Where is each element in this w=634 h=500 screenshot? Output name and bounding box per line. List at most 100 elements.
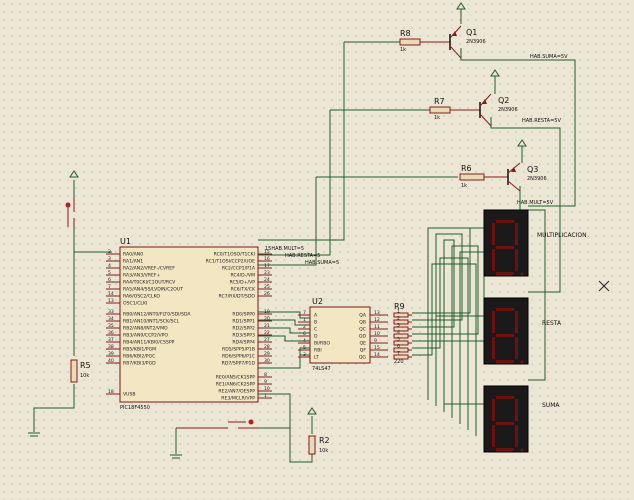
power-arrow-icon-q1 xyxy=(456,2,466,10)
u1-left-pin-name: RA4/T0CKI/C1OUT/RCV xyxy=(123,280,176,286)
display-segment xyxy=(492,337,495,359)
display-segment xyxy=(492,311,495,333)
u1-right-pin-name: RD6/SPP6/P1C xyxy=(222,354,255,360)
wire-seg-d xyxy=(412,245,479,418)
u2-output-pin-number: 10 xyxy=(374,331,380,337)
u1-left-pin-number: 6 xyxy=(108,277,111,283)
u2-input-pin-number: 1 xyxy=(303,317,306,323)
u2-output-pin-number: 13 xyxy=(374,310,380,316)
u2-input-pin-name: D xyxy=(314,334,318,340)
resistor-r2[interactable]: R2 10k xyxy=(308,435,330,455)
display-segment xyxy=(515,425,518,447)
transistor-q2[interactable]: Q2 2N3906 HAB.RESTA=5V xyxy=(450,93,561,127)
r9-pin-number: 7 xyxy=(397,351,400,357)
transistor-q3[interactable]: Q3 2N3906 HAB.MULT=5V xyxy=(484,162,554,206)
display-segment xyxy=(496,448,514,451)
resistor-r8[interactable]: R8 1k xyxy=(399,29,421,53)
button-red-dot-icon xyxy=(65,202,71,208)
u1-left-pins: 2RA0/AN03RA1/AN14RA2/AN2/VREF-/CVREF5RA3… xyxy=(106,249,191,398)
u1-right-pin-name: RD2/SPP2 xyxy=(232,326,255,332)
u1-left-pin-name: RB6/KBI2/PGC xyxy=(123,354,155,360)
power-arrow-icon-switch xyxy=(69,170,79,178)
u1-left-pin-number: 14 xyxy=(108,291,114,297)
reset-red-dot-icon xyxy=(248,419,254,425)
wire-q2-collector xyxy=(490,117,561,293)
u1-right-pin-name: RC6/TX/CK xyxy=(231,287,256,293)
u1-right-pin-name: RE1/AN6/CK2SPP xyxy=(216,382,255,388)
u1-left-pin-name: RB2/AN8/INT2/VMO xyxy=(123,326,168,332)
u1-ref: U1 xyxy=(120,237,131,246)
display-segment xyxy=(492,399,495,421)
display-segment xyxy=(515,399,518,421)
u1-right-pin-number: 10 xyxy=(264,386,270,392)
u1-left-pin-number: 7 xyxy=(108,284,111,290)
u1-body xyxy=(119,246,259,403)
u1-right-pin-number: 24 xyxy=(264,277,270,283)
seven-segment-display xyxy=(483,209,529,277)
u1-right-pin-number: 25 xyxy=(264,284,270,290)
u1-left-pin-name: RB7/KBI3/PGD xyxy=(123,361,156,367)
u2-input-pin-name: B xyxy=(314,320,317,326)
q1-net-label: HAB.SUMA=5V xyxy=(530,54,568,60)
u1-left-pin-number: 36 xyxy=(108,330,114,336)
u1-left-pin-name: RB1/AN10/INT1/SCK/SCL xyxy=(123,319,180,325)
r9-pin-number: 1 xyxy=(397,309,400,315)
u1-right-pin-name: RD0/SPP0 xyxy=(232,312,255,318)
display-body xyxy=(483,385,529,453)
u1-right-pin-name: RC5/D+/VP xyxy=(230,280,256,286)
u2-input-pin-name: LT xyxy=(314,355,319,361)
display-segment xyxy=(492,249,495,271)
u1-right-pin-name: RD1/SPP1 xyxy=(232,319,255,325)
u2-output-pin-number: 11 xyxy=(374,324,380,330)
display-dot xyxy=(520,448,524,452)
wire-q3-base-to-u1 xyxy=(258,177,317,266)
r9-pin-number: 4 xyxy=(397,330,400,336)
transistor-q1[interactable]: Q1 2N3906 HAB.SUMA=5V xyxy=(420,25,568,60)
r9-ref: R9 xyxy=(394,302,405,311)
u1-right-pin-number: 22 xyxy=(264,330,270,336)
u2-output-pin-number: 9 xyxy=(374,338,377,344)
wire-q1-base-to-u1 xyxy=(258,42,345,241)
display-dot xyxy=(520,272,524,276)
u1-left-pin-number: 35 xyxy=(108,323,114,329)
u1-right-pin-name: RE0/AN5/CK1SPP xyxy=(216,375,255,381)
resistor-r6[interactable]: R6 1k xyxy=(459,164,485,189)
u1-net-resta: HAB.RESTA=5 xyxy=(285,253,320,259)
u1-left-pin-number: 18 xyxy=(108,389,114,395)
u2-input-pin-number: 6 xyxy=(303,331,306,337)
r7-value: 1k xyxy=(434,115,440,121)
r6-value: 1k xyxy=(461,183,467,189)
u2-ref: U2 xyxy=(312,297,323,306)
u2-output-pin-name: QB xyxy=(359,320,366,326)
power-arrow-icon-q2 xyxy=(490,69,500,77)
u1-left-pin-number: 39 xyxy=(108,351,114,357)
u2-part: 74LS47 xyxy=(312,366,331,372)
pushbutton-reset[interactable] xyxy=(176,419,258,429)
u1-left-pin-name: RB3/AN9/CCP2/VPO xyxy=(123,333,168,339)
u2-input-pin-number: 3 xyxy=(303,352,306,358)
pushbutton-ra0[interactable] xyxy=(65,198,75,228)
u1-left-pin-name: RA3/AN3/VREF+ xyxy=(123,273,161,279)
display-segment xyxy=(515,249,518,271)
power-arrow-icon-q3 xyxy=(517,139,527,147)
u2-input-pin-name: RBI xyxy=(314,348,322,354)
u1-right-pin-name: RE2/AN7/OESPP xyxy=(218,389,255,395)
display-segment xyxy=(496,308,514,311)
u2-body xyxy=(309,306,371,364)
wire-seg-f xyxy=(412,257,469,430)
display-segment xyxy=(496,360,514,363)
resistor-r5[interactable]: R5 10k xyxy=(70,359,91,383)
microcontroller-u1[interactable]: U1 PIC18F4550 2RA0/AN03RA1/AN14RA2/AN2/V… xyxy=(106,237,339,411)
u2-output-pin-name: QA xyxy=(359,313,367,319)
display-segment xyxy=(515,223,518,245)
wire-seg-g xyxy=(412,263,477,436)
wire-u2-ctrl-1 xyxy=(299,347,310,356)
u1-right-pin-number: 23 xyxy=(264,270,270,276)
r9-pin-number: 3 xyxy=(397,323,400,329)
q2-value: 2N3906 xyxy=(498,107,518,113)
resistor-r7[interactable]: R7 1k xyxy=(429,97,451,121)
